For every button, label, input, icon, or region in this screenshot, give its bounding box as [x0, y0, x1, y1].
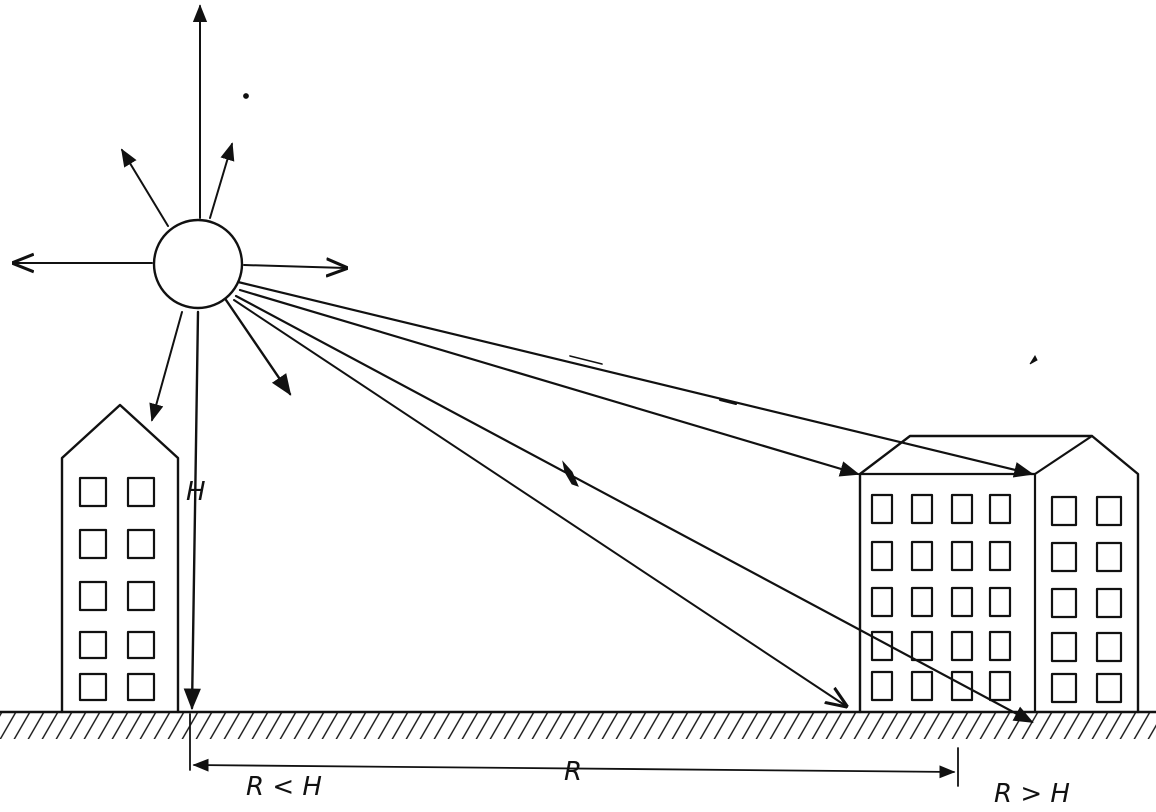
right-building-windows-front	[870, 493, 1012, 702]
distance-dimension	[189, 713, 959, 787]
ground	[0, 710, 1156, 739]
height-line	[183, 310, 201, 711]
ray-down-right	[224, 298, 292, 396]
right-building	[858, 434, 1140, 714]
left-building-windows	[78, 476, 156, 702]
ray-to-base-far	[234, 294, 1034, 724]
ray-to-roof-far	[236, 280, 1034, 478]
ray-up-right	[209, 142, 235, 219]
height-label: H	[186, 477, 206, 507]
ray-right	[243, 265, 346, 268]
right-building-windows-side	[1050, 495, 1123, 704]
ray-to-base-near	[233, 299, 846, 706]
ray-down-left	[149, 311, 183, 422]
long-rays	[233, 280, 1034, 724]
near-zone-label: R < H	[246, 772, 322, 802]
ray-up-left	[121, 148, 169, 227]
far-zone-label: R > H	[994, 779, 1070, 809]
speck-mark	[1029, 354, 1038, 365]
speck-dot	[243, 93, 249, 99]
circle-icon	[152, 218, 244, 310]
distance-label: R	[564, 757, 582, 787]
ray-to-roof-near	[238, 288, 860, 477]
left-building	[60, 403, 180, 714]
debris-mark	[562, 460, 579, 487]
radiation-arrows	[14, 4, 346, 711]
